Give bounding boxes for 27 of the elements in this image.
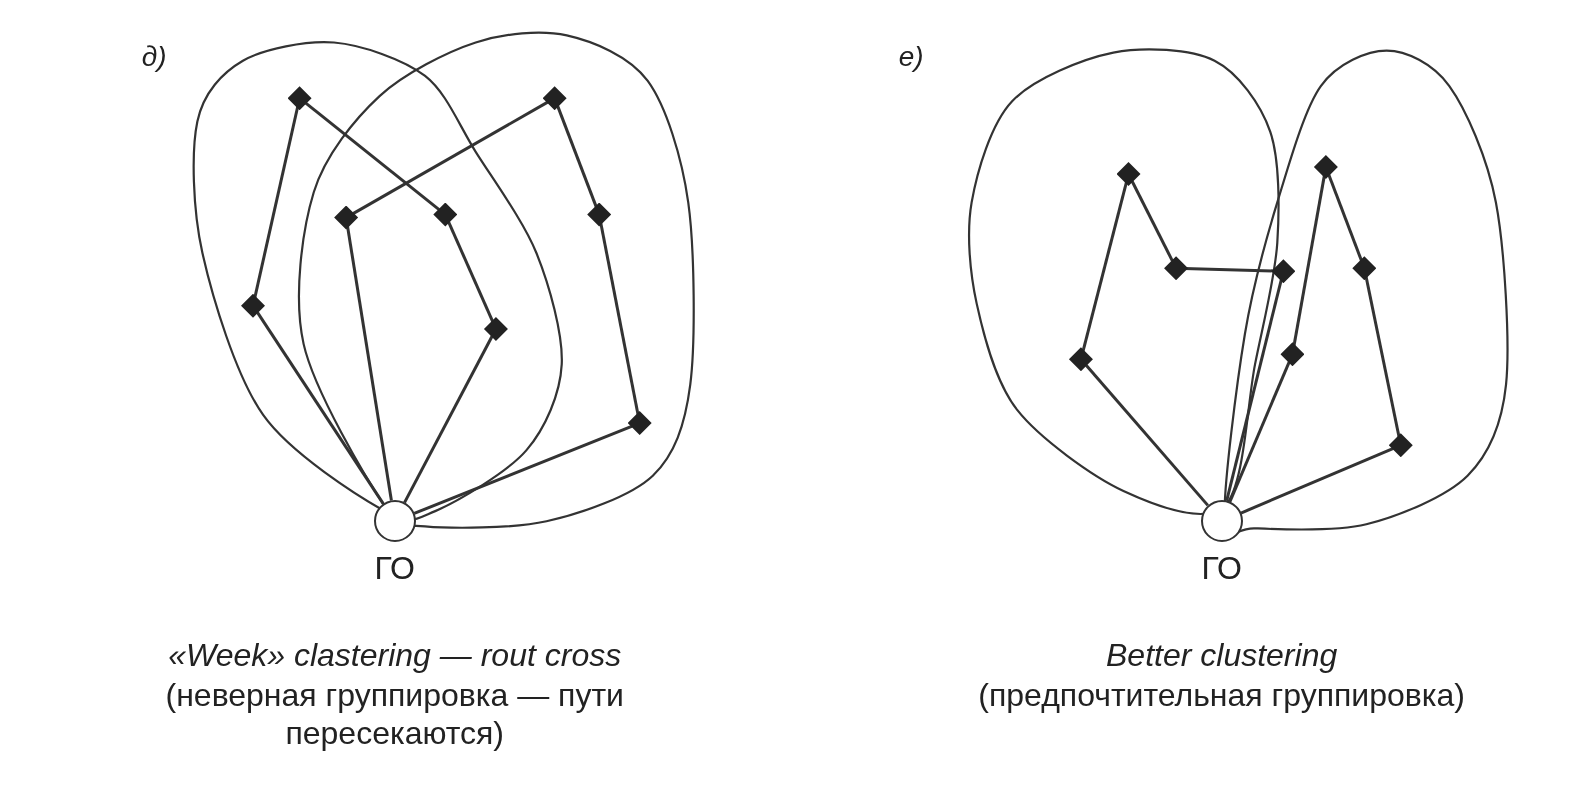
route-line [352, 100, 549, 215]
route-line [253, 105, 300, 299]
route-line [1240, 447, 1394, 515]
caption: Better clustering [1105, 635, 1339, 674]
panel-label: д) [141, 40, 168, 75]
route-line [256, 311, 385, 505]
route-line [304, 102, 440, 211]
route-line [1228, 361, 1291, 503]
route-line [1327, 173, 1363, 262]
route-line [345, 225, 393, 501]
depot-label: ГО [1200, 550, 1243, 588]
caption-translation: (неверная группировка — пути пересекаются) [164, 676, 625, 753]
caption: «Week» clastering — rout cross [167, 635, 623, 674]
route-line [403, 335, 494, 504]
depot-label: ГО [373, 550, 416, 588]
route-line [556, 105, 598, 208]
route-line [1292, 174, 1326, 347]
route-line [447, 221, 495, 323]
route-line [413, 424, 633, 515]
route-line [1085, 364, 1209, 507]
route-line [1130, 180, 1174, 262]
route-line [1225, 278, 1283, 502]
route-line [599, 222, 640, 416]
caption-translation: (предпочтительная группировка) [977, 676, 1466, 715]
panel-label: е) [898, 40, 925, 75]
route-line [1364, 275, 1401, 438]
route-line [1081, 181, 1128, 352]
